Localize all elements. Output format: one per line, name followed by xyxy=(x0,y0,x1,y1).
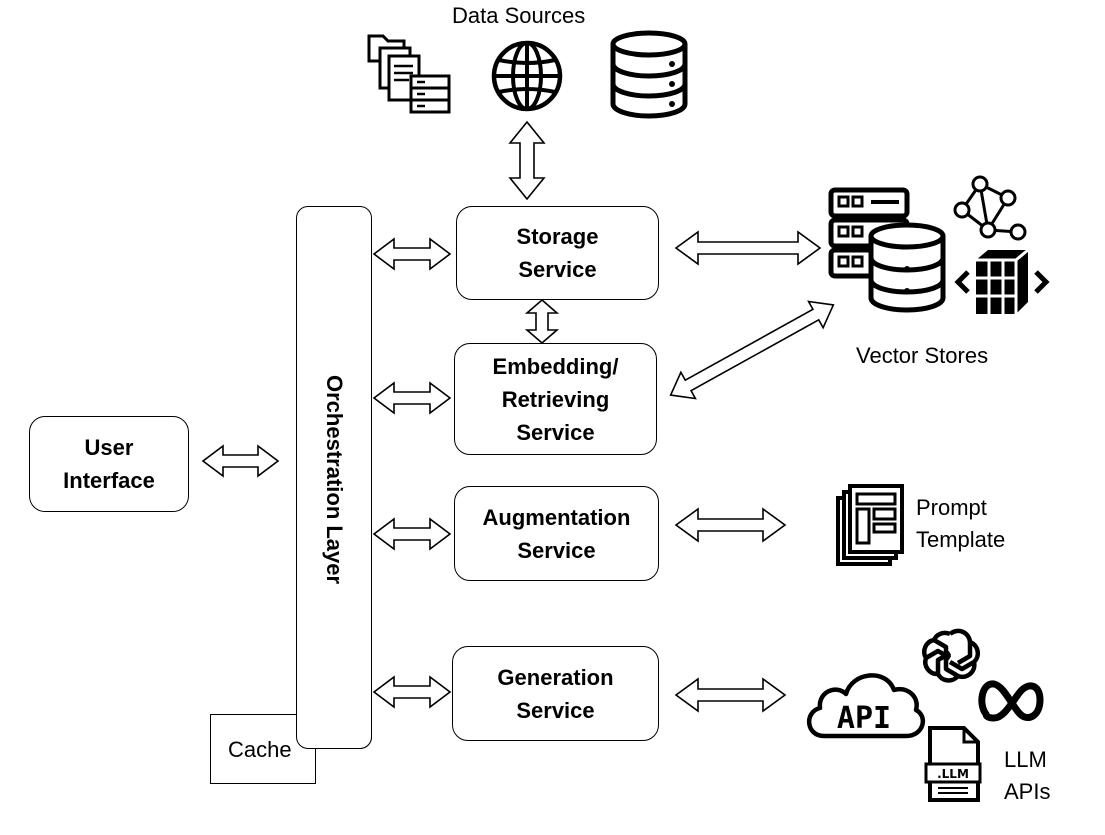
vector-database-icon xyxy=(868,222,946,313)
globe-icon xyxy=(491,40,563,112)
orchestration-layer-overlay xyxy=(296,206,372,749)
embedding-service-box[interactable]: Embedding/ Retrieving Service xyxy=(454,343,657,455)
ui-orchestration-arrow xyxy=(201,444,280,478)
embedding-vectorstores-arrow xyxy=(669,300,835,400)
generation-llm-arrow xyxy=(674,677,787,713)
orch-embedding-arrow xyxy=(372,381,452,415)
llm-file-icon: .LLM xyxy=(924,726,982,802)
api-cloud-text: API xyxy=(837,701,891,736)
storage-datasources-arrow xyxy=(508,120,546,201)
llm-file-text: .LLM xyxy=(937,767,969,781)
vector-stores-label: Vector Stores xyxy=(856,343,989,368)
storage-service-box[interactable]: Storage Service xyxy=(456,206,659,300)
cache-label: Cache xyxy=(228,737,292,762)
api-cloud-icon: API xyxy=(807,673,926,739)
augmentation-service-box[interactable]: Augmentation Service xyxy=(454,486,659,581)
document-template-icon xyxy=(836,484,904,566)
orchestration-layer[interactable] xyxy=(296,206,372,749)
storage-embedding-arrow xyxy=(524,298,560,345)
cube-grid-icon xyxy=(954,248,1050,314)
augmentation-prompt-arrow xyxy=(674,507,787,543)
user-interface-label: User Interface xyxy=(63,435,155,493)
user-interface-box[interactable]: User Interface xyxy=(29,416,189,512)
augmentation-service-label: Augmentation Service xyxy=(482,504,631,563)
generation-service-label: Generation Service xyxy=(497,664,614,723)
orch-storage-arrow xyxy=(372,237,452,271)
data-sources-label: Data Sources xyxy=(452,3,586,28)
knowledge-graph-icon xyxy=(953,175,1027,241)
orch-augmentation-arrow xyxy=(372,517,452,551)
embedding-service-label: Embedding/ Retrieving Service xyxy=(492,353,619,445)
orchestration-cache-overlap xyxy=(296,700,372,749)
server-icon xyxy=(409,74,451,114)
folder-docs-icon xyxy=(367,34,451,114)
storage-vectorstores-arrow xyxy=(674,230,822,266)
prompt-template-label: Prompt Template xyxy=(916,495,1006,552)
database-icon xyxy=(610,30,688,119)
meta-icon xyxy=(978,680,1044,722)
openai-icon xyxy=(922,628,981,683)
llm-apis-label: LLM APIs xyxy=(1004,747,1051,804)
generation-service-box[interactable]: Generation Service xyxy=(452,646,659,741)
storage-service-label: Storage Service xyxy=(516,224,599,282)
orch-generation-arrow xyxy=(372,675,452,709)
